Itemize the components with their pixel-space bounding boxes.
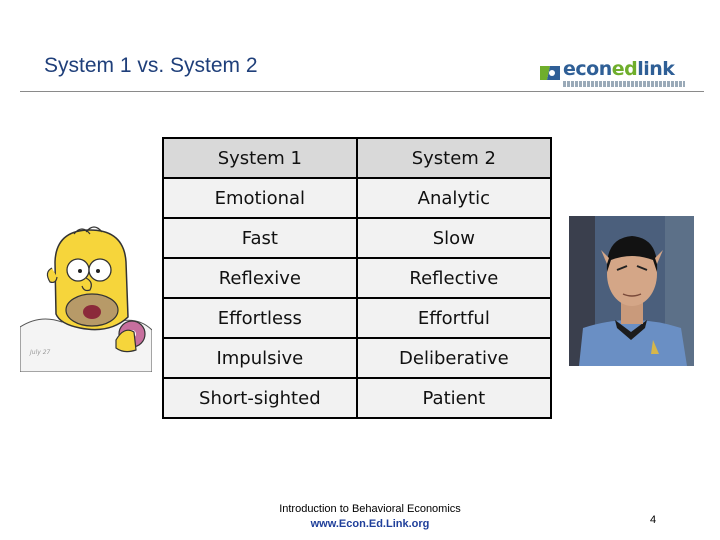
title-divider — [20, 91, 704, 92]
table-cell: Fast — [162, 217, 358, 259]
table-header-cell: System 2 — [355, 137, 553, 179]
footer-course-title: Introduction to Behavioral Economics — [279, 503, 461, 515]
table-header-row: System 1 System 2 — [162, 137, 553, 179]
footer-website-link[interactable]: www.Econ.Ed.Link.org — [310, 518, 430, 530]
logo-text-econ: econ — [563, 58, 612, 80]
slide-footer: Introduction to Behavioral Economics www… — [230, 502, 510, 532]
table-row: Effortless Effortful — [162, 297, 553, 339]
homer-simpson-image: July 27 — [20, 222, 152, 372]
econedlink-logo: econedlink — [538, 58, 688, 88]
logo-tagline — [563, 81, 685, 87]
table-cell: Emotional — [162, 177, 358, 219]
table-cell: Slow — [355, 217, 553, 259]
table-cell: Analytic — [355, 177, 553, 219]
table-cell: Patient — [355, 377, 553, 419]
comparison-table: System 1 System 2 Emotional Analytic Fas… — [162, 137, 553, 419]
table-row: Fast Slow — [162, 217, 553, 259]
table-row: Emotional Analytic — [162, 177, 553, 219]
spock-image — [569, 216, 694, 366]
table-cell: Effortless — [162, 297, 358, 339]
comic-date-caption: July 27 — [29, 349, 51, 356]
table-cell: Effortful — [355, 297, 553, 339]
logo-text-link: link — [637, 58, 675, 80]
table-cell: Impulsive — [162, 337, 358, 379]
table-cell: Deliberative — [355, 337, 553, 379]
table-row: Short-sighted Patient — [162, 377, 553, 419]
table-row: Impulsive Deliberative — [162, 337, 553, 379]
logo-mark-icon — [540, 66, 560, 80]
table-cell: Short-sighted — [162, 377, 358, 419]
table-header-cell: System 1 — [162, 137, 358, 179]
table-cell: Reflexive — [162, 257, 358, 299]
slide-title: System 1 vs. System 2 — [44, 54, 258, 77]
table-row: Reflexive Reflective — [162, 257, 553, 299]
logo-text-ed: ed — [611, 58, 638, 80]
page-number: 4 — [650, 514, 657, 526]
table-cell: Reflective — [355, 257, 553, 299]
